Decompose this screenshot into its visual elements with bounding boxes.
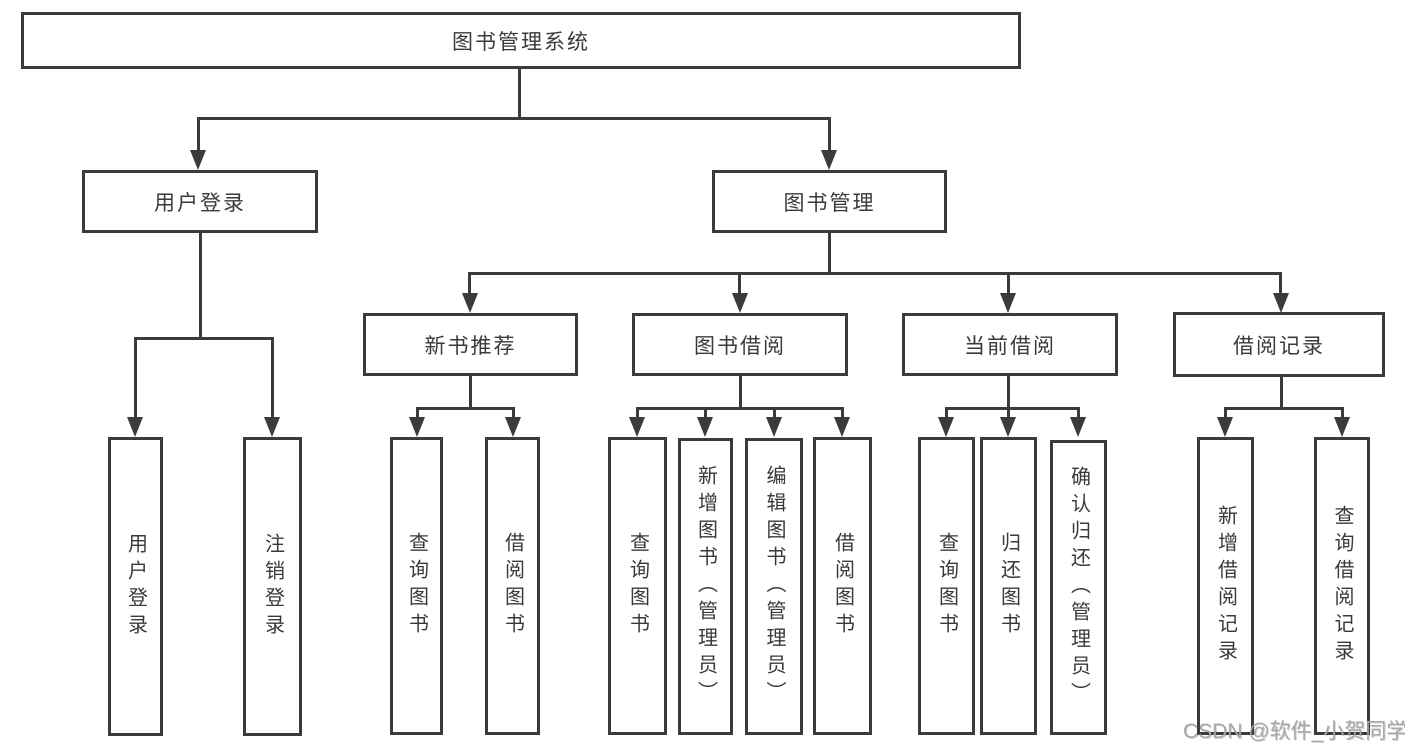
arrow-down-icon (766, 417, 782, 437)
connector-line (416, 407, 515, 410)
connector-line (636, 407, 844, 410)
node-label: 归还图书 (997, 532, 1020, 640)
connector-line (197, 117, 200, 153)
node-label: 图书管理 (783, 191, 876, 215)
arrow-down-icon (1273, 293, 1289, 313)
arrow-down-icon (127, 417, 143, 437)
node-label: 确认归还（管理员） (1067, 466, 1090, 709)
node-leaf-query-books-current: 查询图书 (918, 437, 975, 735)
node-label: 查询图书 (626, 532, 649, 640)
arrow-down-icon (264, 417, 280, 437)
node-label: 查询图书 (935, 532, 958, 640)
arrow-down-icon (697, 417, 713, 437)
node-label: 借阅图书 (831, 532, 854, 640)
node-borrowing-records: 借阅记录 (1173, 312, 1385, 377)
node-label: 用户登录 (124, 532, 147, 641)
arrow-down-icon (1334, 417, 1350, 437)
connector-line (704, 407, 707, 421)
node-leaf-user-login: 用户登录 (108, 437, 163, 736)
arrow-down-icon (505, 417, 521, 437)
node-label: 注销登录 (261, 532, 284, 641)
connector-line (416, 407, 419, 421)
connector-line (1279, 272, 1282, 295)
arrow-down-icon (732, 293, 748, 313)
node-leaf-query-books-borrowing: 查询图书 (608, 437, 667, 735)
connector-line (1007, 272, 1010, 295)
node-leaf-query-borrow-record: 查询借阅记录 (1314, 437, 1370, 735)
connector-line (636, 407, 639, 421)
connector-line (1007, 376, 1010, 407)
connector-line (271, 337, 274, 419)
connector-line (1007, 407, 1010, 421)
node-label: 查询图书 (405, 532, 428, 640)
node-leaf-query-books-recommend: 查询图书 (390, 437, 443, 735)
node-label: 借阅记录 (1233, 334, 1325, 358)
arrow-down-icon (821, 150, 837, 170)
node-label: 用户登录 (154, 191, 246, 215)
node-label: 新增图书（管理员） (694, 465, 717, 708)
node-label: 编辑图书（管理员） (763, 465, 785, 708)
connector-line (134, 337, 137, 419)
node-book-borrowing: 图书借阅 (632, 313, 848, 376)
arrow-down-icon (1217, 417, 1233, 437)
node-leaf-edit-book-admin: 编辑图书（管理员） (745, 438, 803, 735)
node-user-login-group: 用户登录 (82, 170, 318, 233)
arrow-down-icon (1000, 293, 1016, 313)
arrow-down-icon (834, 417, 850, 437)
node-label: 图书管理系统 (452, 30, 590, 54)
connector-line (197, 117, 831, 120)
node-leaf-borrow-books: 借阅图书 (813, 437, 872, 735)
connector-line (945, 407, 1079, 410)
node-label: 借阅图书 (501, 532, 524, 640)
connector-line (134, 337, 274, 340)
csdn-watermark: CSDN @软件_小贺同学 (1183, 720, 1405, 743)
connector-line (739, 376, 742, 407)
connector-line (469, 376, 472, 407)
node-label: 新书推荐 (424, 334, 517, 358)
connector-line (199, 233, 202, 337)
node-leaf-add-borrow-record: 新增借阅记录 (1197, 437, 1254, 735)
arrow-down-icon (629, 417, 645, 437)
node-label: 图书借阅 (694, 334, 786, 358)
connector-line (828, 117, 831, 153)
connector-line (1224, 407, 1227, 421)
arrow-down-icon (190, 150, 206, 170)
node-current-borrowing: 当前借阅 (902, 313, 1118, 376)
connector-line (518, 69, 521, 117)
connector-line (1341, 407, 1344, 421)
node-library-management-system: 图书管理系统 (21, 12, 1021, 69)
connector-line (945, 407, 948, 421)
connector-line (841, 407, 844, 421)
node-label: 查询借阅记录 (1331, 505, 1353, 667)
node-book-management: 图书管理 (712, 170, 947, 233)
node-leaf-add-book-admin: 新增图书（管理员） (678, 438, 733, 735)
node-leaf-return-books: 归还图书 (980, 437, 1037, 735)
connector-line (1077, 407, 1080, 421)
connector-line (828, 233, 831, 274)
arrow-down-icon (1000, 417, 1016, 437)
node-leaf-confirm-return-admin: 确认归还（管理员） (1050, 440, 1107, 735)
node-leaf-logout: 注销登录 (243, 437, 302, 736)
arrow-down-icon (938, 417, 954, 437)
arrow-down-icon (409, 417, 425, 437)
connector-line (1280, 377, 1283, 407)
arrow-down-icon (462, 293, 478, 313)
connector-line (512, 407, 515, 421)
node-label: 当前借阅 (964, 334, 1056, 358)
connector-line (738, 272, 741, 295)
node-leaf-borrow-books-recommend: 借阅图书 (485, 437, 540, 735)
node-label: 新增借阅记录 (1214, 505, 1237, 667)
connector-line (468, 272, 471, 295)
arrow-down-icon (1070, 417, 1086, 437)
connector-line (773, 407, 776, 421)
connector-line (1224, 407, 1344, 410)
node-new-book-recommend: 新书推荐 (363, 313, 578, 376)
connector-line (468, 272, 1282, 275)
